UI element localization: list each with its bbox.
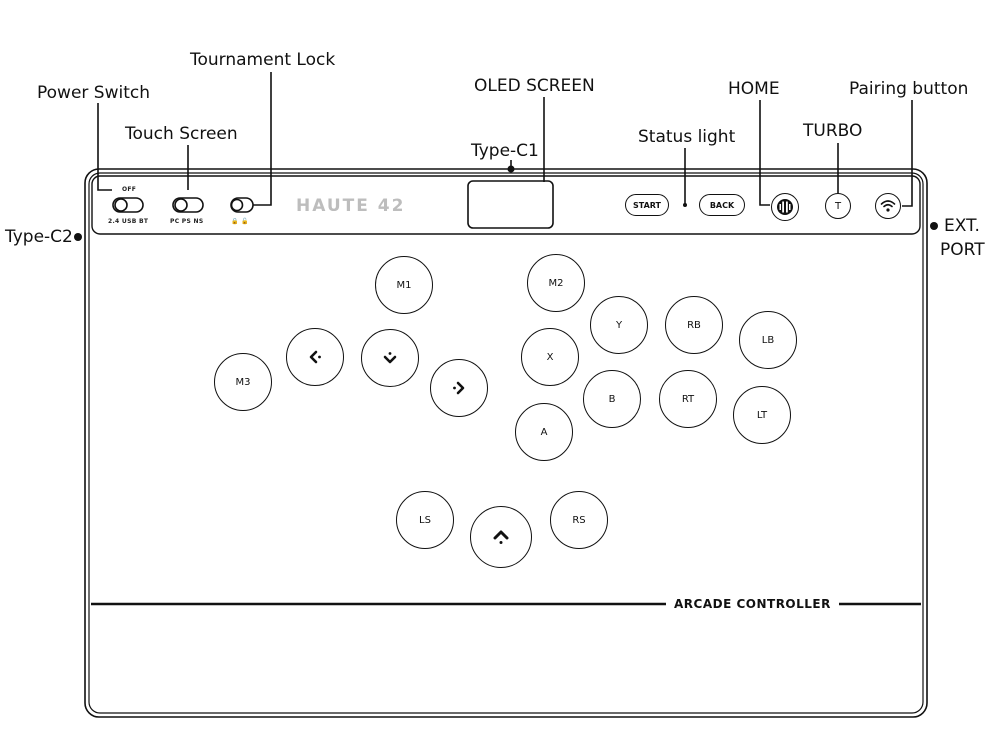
label-status-light: Status light [638,127,736,147]
back-button[interactable]: BACK [699,194,745,216]
type-c1-dot [507,165,515,173]
b-button[interactable]: B [583,370,641,428]
oled-screen [467,180,554,229]
label-oled-screen: OLED SCREEN [474,76,595,96]
arcade-controller-tagline: ARCADE CONTROLLER [666,597,839,611]
home-button[interactable] [771,193,799,221]
power-switch-modes-label: 2.4 USB BT [108,218,149,225]
type-c2-dot [74,233,82,241]
x-button[interactable]: X [521,328,579,386]
home-logo-icon [777,199,793,215]
rs-button[interactable]: RS [550,491,608,549]
touch-screen-modes-label: PC PS NS [170,218,204,225]
label-pairing-button: Pairing button [849,79,969,99]
ls-button[interactable]: LS [396,491,454,549]
arrow-left-icon [309,350,321,364]
m3-button[interactable]: M3 [214,353,272,411]
status-light-dot [683,203,687,207]
ext-port-dot [930,222,938,230]
arrow-up-icon [493,530,509,544]
down-button[interactable] [361,329,419,387]
lt-button[interactable]: LT [733,386,791,444]
turbo-button[interactable]: T [825,193,851,219]
arrow-right-icon [453,381,465,395]
lock-icons-label: 🔒 🔓 [231,218,249,225]
right-button[interactable] [430,359,488,417]
label-tournament-lock: Tournament Lock [190,50,336,70]
start-button[interactable]: START [625,194,669,216]
left-button[interactable] [286,328,344,386]
label-touch-screen: Touch Screen [125,124,238,144]
m1-button[interactable]: M1 [375,256,433,314]
label-type-c1: Type-C1 [471,141,539,161]
power-switch-off-label: OFF [122,186,137,193]
lb-button[interactable]: LB [739,311,797,369]
label-ext-port-2: PORT [940,240,985,260]
label-turbo: TURBO [803,121,863,141]
label-home: HOME [728,79,780,99]
y-button[interactable]: Y [590,296,648,354]
wifi-icon [880,200,896,212]
arrow-down-icon [383,352,397,364]
brand-logo: HAUTE 42 [296,196,406,216]
label-type-c2: Type-C2 [5,227,73,247]
rb-button[interactable]: RB [665,296,723,354]
rt-button[interactable]: RT [659,370,717,428]
pairing-button[interactable] [875,193,901,219]
label-ext-port-1: EXT. [944,216,980,236]
a-button[interactable]: A [515,403,573,461]
up-button[interactable] [470,506,532,568]
m2-button[interactable]: M2 [527,254,585,312]
label-power-switch: Power Switch [37,83,151,103]
